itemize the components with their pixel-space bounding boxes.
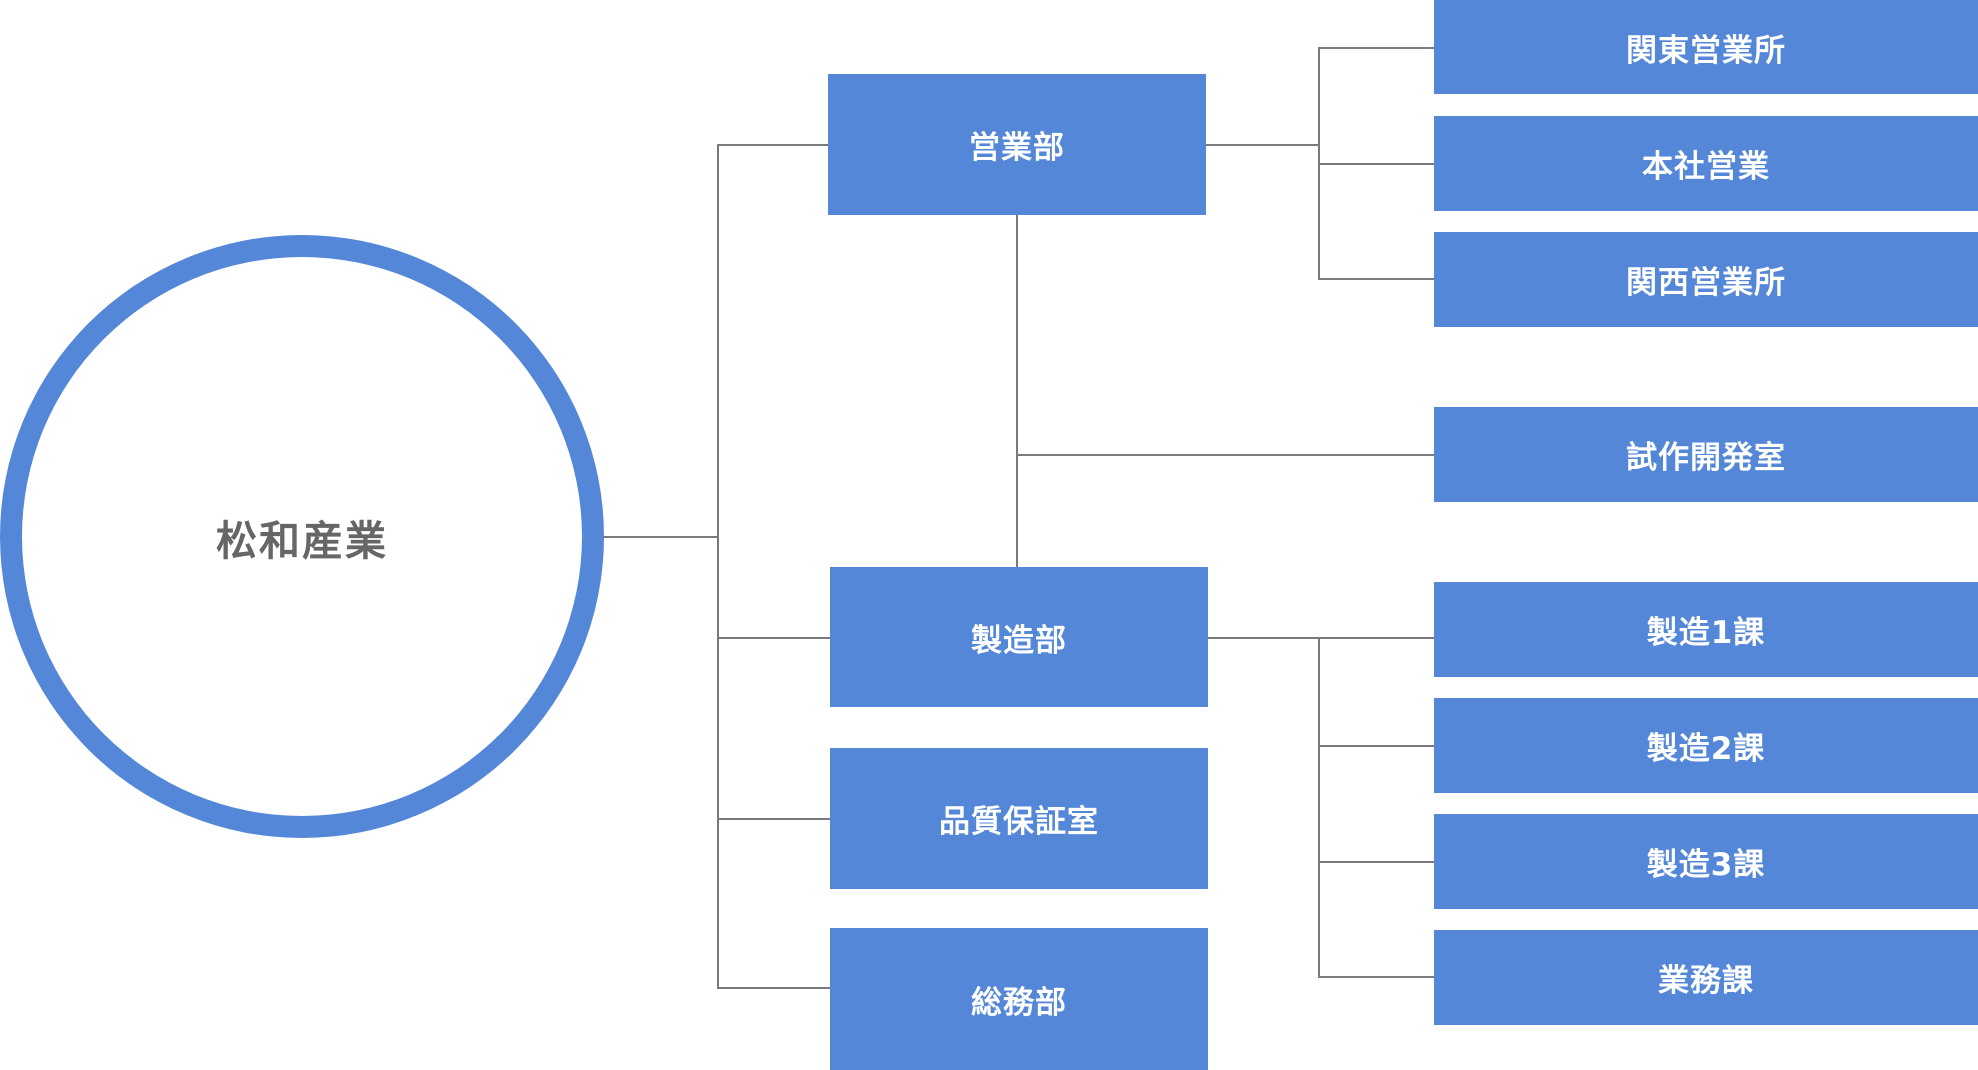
connector-to-kanto — [1318, 47, 1434, 49]
connector-to-general-affairs — [717, 987, 830, 989]
connector-root-trunk — [604, 536, 719, 538]
connector-to-sales — [717, 144, 828, 146]
unit-kansai-node: 関西営業所 — [1434, 232, 1978, 327]
connector-to-prototype — [1016, 454, 1434, 456]
unit-section2-label: 製造2課 — [1646, 731, 1766, 767]
root-company-label: 松和産業 — [216, 516, 388, 565]
unit-section1-label: 製造1課 — [1646, 615, 1766, 651]
dept-sales-node: 営業部 — [828, 74, 1206, 215]
connector-to-operations — [1318, 976, 1434, 978]
unit-section2-node: 製造2課 — [1434, 698, 1978, 793]
dept-quality-label: 品質保証室 — [939, 804, 1099, 840]
dept-quality-node: 品質保証室 — [830, 748, 1208, 889]
unit-section3-node: 製造3課 — [1434, 814, 1978, 909]
dept-general-affairs-node: 総務部 — [830, 928, 1208, 1070]
connector-sales-out — [1206, 144, 1320, 146]
connector-to-manufacturing — [717, 637, 830, 639]
connector-root-vertical — [717, 144, 719, 989]
connector-to-headquarters — [1318, 163, 1434, 165]
unit-operations-label: 業務課 — [1658, 963, 1754, 999]
unit-kansai-label: 関西営業所 — [1626, 265, 1786, 301]
unit-headquarters-label: 本社営業 — [1642, 149, 1770, 185]
connector-manufacturing-out — [1208, 637, 1434, 639]
unit-prototype-node: 試作開発室 — [1434, 407, 1978, 502]
connector-sales-manufacturing — [1016, 215, 1018, 567]
dept-manufacturing-node: 製造部 — [830, 567, 1208, 707]
unit-section3-label: 製造3課 — [1646, 847, 1766, 883]
unit-kanto-label: 関東営業所 — [1626, 32, 1786, 69]
connector-manufacturing-vertical — [1318, 637, 1320, 978]
connector-to-kansai — [1318, 278, 1434, 280]
dept-general-affairs-label: 総務部 — [971, 984, 1067, 1021]
connector-to-quality — [717, 818, 830, 820]
connector-to-section2 — [1318, 745, 1434, 747]
unit-kanto-node: 関東営業所 — [1434, 0, 1978, 94]
unit-operations-node: 業務課 — [1434, 930, 1978, 1025]
dept-manufacturing-label: 製造部 — [971, 622, 1067, 659]
unit-headquarters-node: 本社営業 — [1434, 116, 1978, 211]
dept-sales-label: 営業部 — [969, 130, 1065, 166]
connector-to-section3 — [1318, 861, 1434, 863]
unit-section1-node: 製造1課 — [1434, 582, 1978, 677]
unit-prototype-label: 試作開発室 — [1626, 440, 1786, 476]
root-company-node: 松和産業 — [0, 235, 604, 838]
